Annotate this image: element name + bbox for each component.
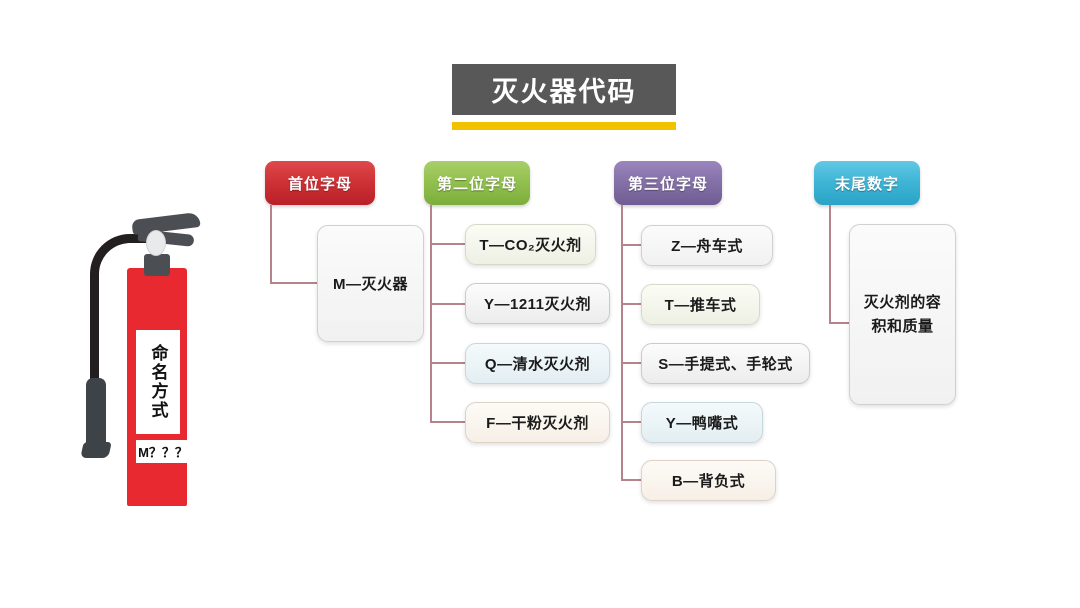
- extinguisher-label-plate: 命名方式: [136, 330, 180, 434]
- column-header-first-letter[interactable]: 首位字母: [265, 161, 375, 205]
- connector-branch-col1-1: [270, 282, 318, 284]
- connector-trunk-col3: [621, 205, 623, 479]
- node-label: 灭火剂的容积和质量: [863, 294, 942, 335]
- connector-trunk-col2: [430, 205, 432, 421]
- connector-branch-col3-3: [621, 362, 643, 364]
- node-label: F—干粉灭火剂: [486, 415, 589, 432]
- column-header-second-letter[interactable]: 第二位字母: [424, 161, 530, 205]
- node-second-letter-1[interactable]: T—CO₂灭火剂: [465, 224, 596, 265]
- connector-branch-col2-3: [430, 362, 466, 364]
- connector-trunk-col1: [270, 205, 272, 283]
- extinguisher-label-text: 命名方式: [148, 344, 168, 420]
- connector-branch-col3-1: [621, 244, 643, 246]
- connector-branch-col2-2: [430, 303, 466, 305]
- connector-branch-col3-5: [621, 479, 643, 481]
- node-second-letter-2[interactable]: Y—1211灭火剂: [465, 283, 610, 324]
- node-label: T—推车式: [664, 297, 737, 314]
- node-third-letter-1[interactable]: Z—舟车式: [641, 225, 773, 266]
- extinguisher-code-plate: M？？？: [136, 440, 190, 463]
- page-title-banner: 灭火器代码: [452, 64, 676, 115]
- node-label: M—灭火器: [333, 276, 408, 293]
- extinguisher-nozzle-tip-icon: [80, 442, 112, 458]
- column-header-label: 末尾数字: [834, 175, 899, 193]
- extinguisher-neck: [144, 254, 170, 276]
- node-label: T—CO₂灭火剂: [479, 237, 582, 254]
- fire-extinguisher-illustration: 命名方式 M？？？: [80, 202, 216, 512]
- extinguisher-hose-icon: [90, 234, 157, 393]
- connector-branch-col2-4: [430, 421, 466, 423]
- node-label: Q—清水灭火剂: [484, 356, 591, 373]
- connector-branch-col3-4: [621, 421, 643, 423]
- node-third-letter-2[interactable]: T—推车式: [641, 284, 760, 325]
- connector-trunk-col4: [829, 205, 831, 323]
- extinguisher-gauge-icon: [146, 230, 166, 256]
- node-second-letter-4[interactable]: F—干粉灭火剂: [465, 402, 610, 443]
- column-header-third-letter[interactable]: 第三位字母: [614, 161, 722, 205]
- node-third-letter-3[interactable]: S—手提式、手轮式: [641, 343, 810, 384]
- node-label: S—手提式、手轮式: [658, 356, 793, 373]
- extinguisher-nozzle-icon: [86, 378, 106, 450]
- column-header-trailing-number[interactable]: 末尾数字: [814, 161, 920, 205]
- extinguisher-code-text: M？？？: [138, 445, 188, 460]
- column-header-label: 首位字母: [287, 175, 352, 193]
- page-title: 灭火器代码: [491, 77, 637, 107]
- title-underline-bar: [452, 122, 676, 130]
- node-third-letter-4[interactable]: Y—鸭嘴式: [641, 402, 763, 443]
- node-label: B—背负式: [671, 473, 746, 490]
- node-trailing-number-1[interactable]: 灭火剂的容积和质量: [849, 224, 956, 405]
- node-second-letter-3[interactable]: Q—清水灭火剂: [465, 343, 610, 384]
- column-header-label: 第三位字母: [627, 175, 708, 193]
- node-label: Y—鸭嘴式: [665, 415, 739, 432]
- node-first-letter-1[interactable]: M—灭火器: [317, 225, 424, 342]
- connector-branch-col2-1: [430, 243, 466, 245]
- node-third-letter-5[interactable]: B—背负式: [641, 460, 776, 501]
- node-label: Y—1211灭火剂: [483, 296, 592, 313]
- node-label: Z—舟车式: [671, 238, 743, 255]
- connector-branch-col3-2: [621, 303, 643, 305]
- column-header-label: 第二位字母: [436, 175, 517, 193]
- connector-branch-col4-1: [829, 322, 851, 324]
